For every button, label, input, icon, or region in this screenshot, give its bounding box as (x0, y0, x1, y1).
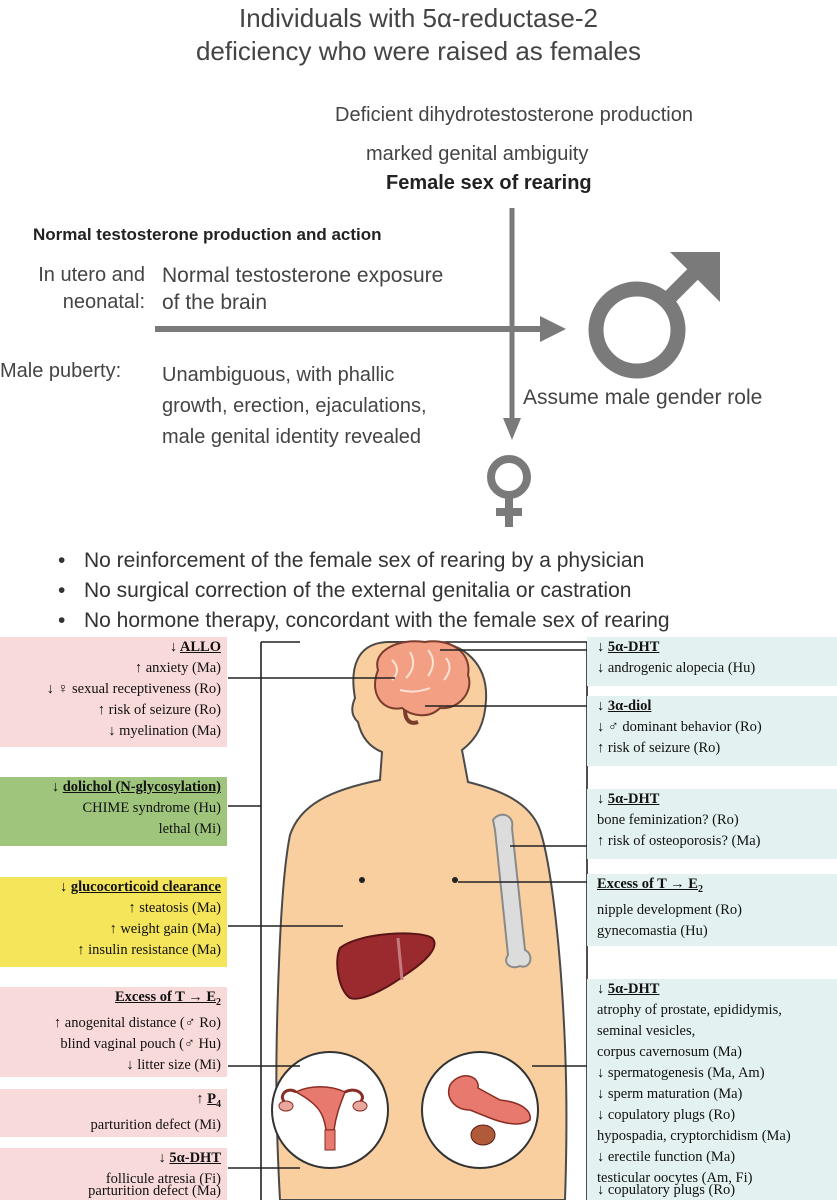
box-header: ↓ ALLO (0, 637, 221, 658)
box-header: ↓ 5α-DHT (597, 637, 837, 658)
flow-arrows (0, 0, 837, 545)
box-dolichol: ↓ dolichol (N-glycosylation) CHIME syndr… (0, 777, 227, 846)
box-p4: ↑ P4 parturition defect (Mi) (0, 1089, 227, 1137)
box-line: ↑ risk of seizure (Ro) (0, 700, 221, 721)
box-line: ↑ anogenital distance (♂ Ro) (0, 1013, 221, 1034)
male-reproductive-icon (422, 1052, 538, 1168)
box-line: ↓ litter size (Mi) (0, 1055, 221, 1076)
box-line: ↓ ♂ dominant behavior (Ro) (597, 717, 837, 738)
box-line: gynecomastia (Hu) (597, 921, 837, 942)
box-line: ↑ insulin resistance (Ma) (0, 940, 221, 961)
box-header: ↓ 5α-DHT (597, 979, 837, 1000)
female-symbol-icon (491, 459, 527, 527)
bullet-item: •No reinforcement of the female sex of r… (58, 546, 670, 576)
box-line: corpus cavernosum (Ma) (597, 1042, 837, 1063)
conditions-list: •No reinforcement of the female sex of r… (58, 546, 670, 636)
box-header: Excess of T → E2 (0, 987, 221, 1013)
box-line: bone feminization? (Ro) (597, 810, 837, 831)
box-header: ↓ dolichol (N-glycosylation) (0, 777, 221, 798)
box-line: ↑ anxiety (Ma) (0, 658, 221, 679)
box-line: ↑ risk of seizure (Ro) (597, 738, 837, 759)
box-line: ↓ spermatogenesis (Ma, Am) (597, 1063, 837, 1084)
down-arrow-head (503, 418, 521, 440)
box-excess-t-e2-left: Excess of T → E2 ↑ anogenital distance (… (0, 987, 227, 1077)
box-header: ↑ P4 (0, 1089, 221, 1115)
box-line: ↑ risk of osteoporosis? (Ma) (597, 831, 837, 852)
box-line: ↑ weight gain (Ma) (0, 919, 221, 940)
box-header: ↓ 5α-DHT (597, 789, 837, 810)
box-5a-dht-reproductive: ↓ 5α-DHT atrophy of prostate, epididymis… (587, 979, 837, 1200)
box-line: nipple development (Ro) (597, 900, 837, 921)
box-line: atrophy of prostate, epididymis, (597, 1000, 837, 1021)
uterus-icon (272, 1052, 388, 1168)
box-header: ↓ 5α-DHT (0, 1148, 221, 1169)
box-5a-dht-left: ↓ 5α-DHT follicule atresia (Fi) parturit… (0, 1148, 227, 1200)
box-glucocorticoid: ↓ glucocorticoid clearance ↑ steatosis (… (0, 877, 227, 967)
box-line: blind vaginal pouch (♂ Hu) (0, 1034, 221, 1055)
box-line: ↓ myelination (Ma) (0, 721, 221, 742)
box-line: CHIME syndrome (Hu) (0, 798, 221, 819)
box-5a-dht-bone: ↓ 5α-DHT bone feminization? (Ro) ↑ risk … (587, 789, 837, 859)
box-line: hypospadia, cryptorchidism (Ma) (597, 1126, 837, 1147)
male-symbol-icon (596, 252, 720, 371)
box-line: ↓ copulatory plugs (Ro) (597, 1105, 837, 1126)
box-line: parturition defect (Ma) (0, 1181, 221, 1200)
box-5a-dht-hair: ↓ 5α-DHT ↓ androgenic alopecia (Hu) (587, 637, 837, 686)
box-header: Excess of T → E2 (597, 874, 837, 900)
box-allo: ↓ ALLO ↑ anxiety (Ma) ↓ ♀ sexual recepti… (0, 637, 227, 747)
bullet-item: •No surgical correction of the external … (58, 576, 670, 606)
box-header: ↓ glucocorticoid clearance (0, 877, 221, 898)
box-line: ↑ steatosis (Ma) (0, 898, 221, 919)
box-excess-t-e2-right: Excess of T → E2 nipple development (Ro)… (587, 874, 837, 946)
box-line: ↓ androgenic alopecia (Hu) (597, 658, 837, 679)
right-arrow-head (540, 316, 566, 342)
box-line: ↓ erectile function (Ma) (597, 1147, 837, 1168)
nipple-left (359, 877, 365, 883)
nipple-right (452, 877, 458, 883)
box-line: parturition defect (Mi) (0, 1115, 221, 1136)
box-line: seminal vesicles, (597, 1021, 837, 1042)
box-line: lethal (Mi) (0, 819, 221, 840)
box-line: ↓ ♀ sexual receptiveness (Ro) (0, 679, 221, 700)
box-line: ↓ sperm maturation (Ma) (597, 1084, 837, 1105)
box-header: ↓ 3α-diol (597, 696, 837, 717)
box-line: ↓ copulatory plugs (Ro) (597, 1180, 837, 1200)
box-3a-diol: ↓ 3α-diol ↓ ♂ dominant behavior (Ro) ↑ r… (587, 696, 837, 766)
